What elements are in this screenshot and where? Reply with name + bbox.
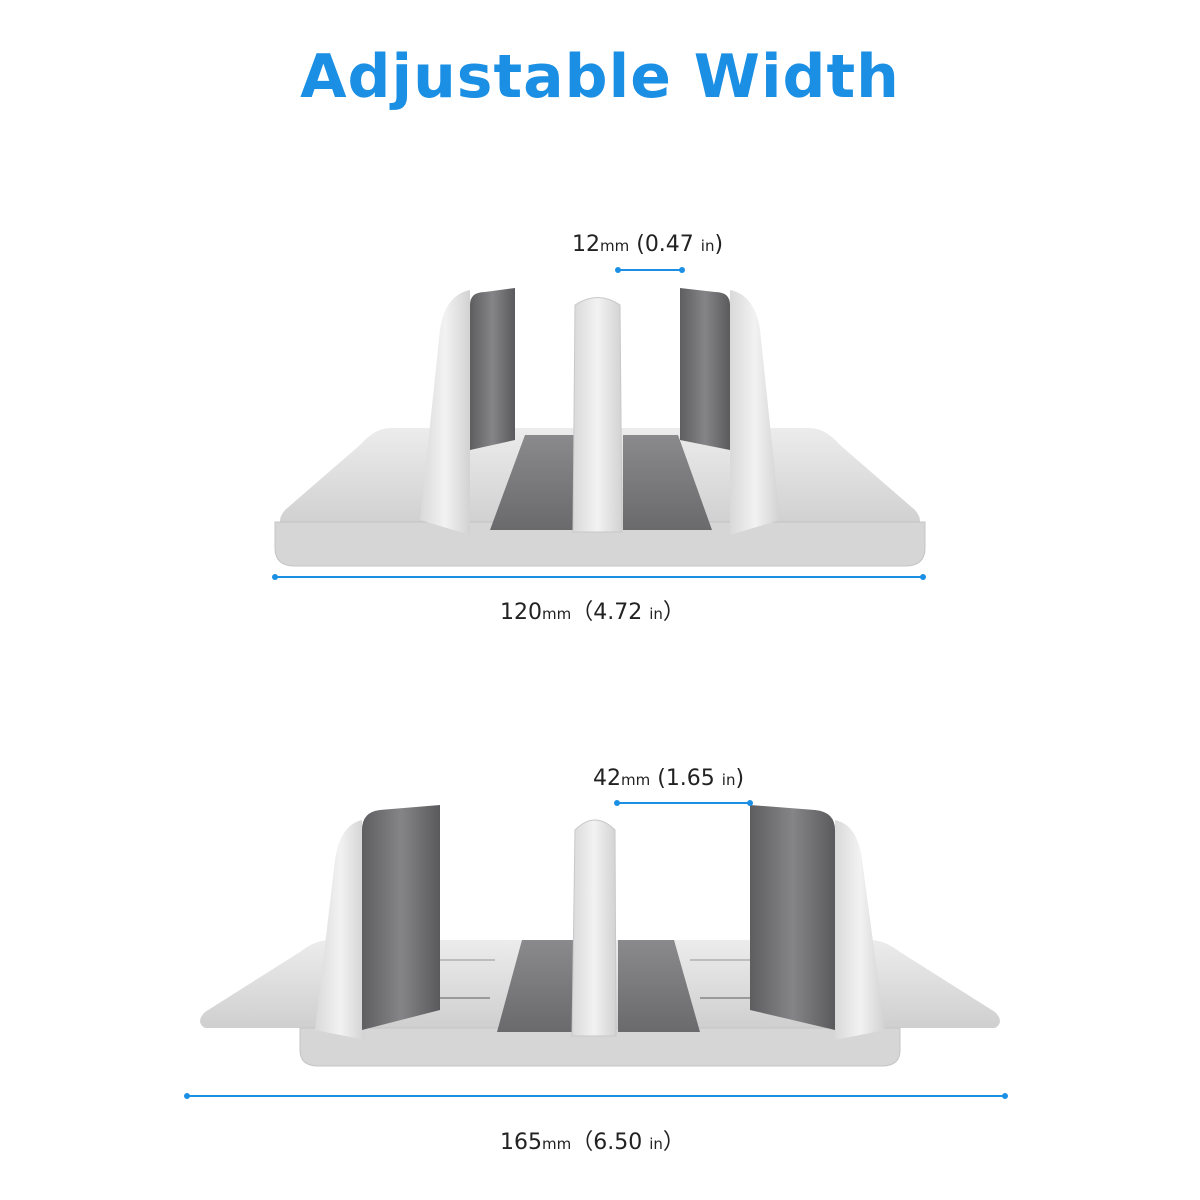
width-label-2: 165mm（6.50 in） xyxy=(500,1130,685,1155)
gap-label-1: 12mm (0.47 in) xyxy=(572,232,724,257)
floor-pad-left xyxy=(497,940,574,1032)
floor-pad-left xyxy=(490,435,576,530)
page-title: Adjustable Width xyxy=(300,42,900,112)
pad-left xyxy=(362,805,440,1030)
base-edge xyxy=(274,521,926,567)
pad-left xyxy=(470,288,515,450)
gap-label-2: 42mm (1.65 in) xyxy=(593,766,745,791)
support-right xyxy=(730,290,780,535)
pad-right xyxy=(750,805,835,1030)
stand-wide xyxy=(200,805,1000,1067)
stand-narrow xyxy=(274,288,926,567)
dimension-lines-2 xyxy=(184,800,1008,1099)
width-label-1: 120mm（4.72 in） xyxy=(500,600,685,625)
dimension-lines-1 xyxy=(272,267,926,580)
base-edge xyxy=(299,1027,901,1067)
pad-right xyxy=(680,288,730,450)
support-left xyxy=(420,290,470,535)
floor-pad-right xyxy=(618,940,700,1032)
support-center xyxy=(571,819,617,1037)
support-right xyxy=(835,820,885,1040)
floor-pad-right xyxy=(623,435,712,530)
support-left xyxy=(315,820,365,1040)
support-center xyxy=(572,297,623,533)
